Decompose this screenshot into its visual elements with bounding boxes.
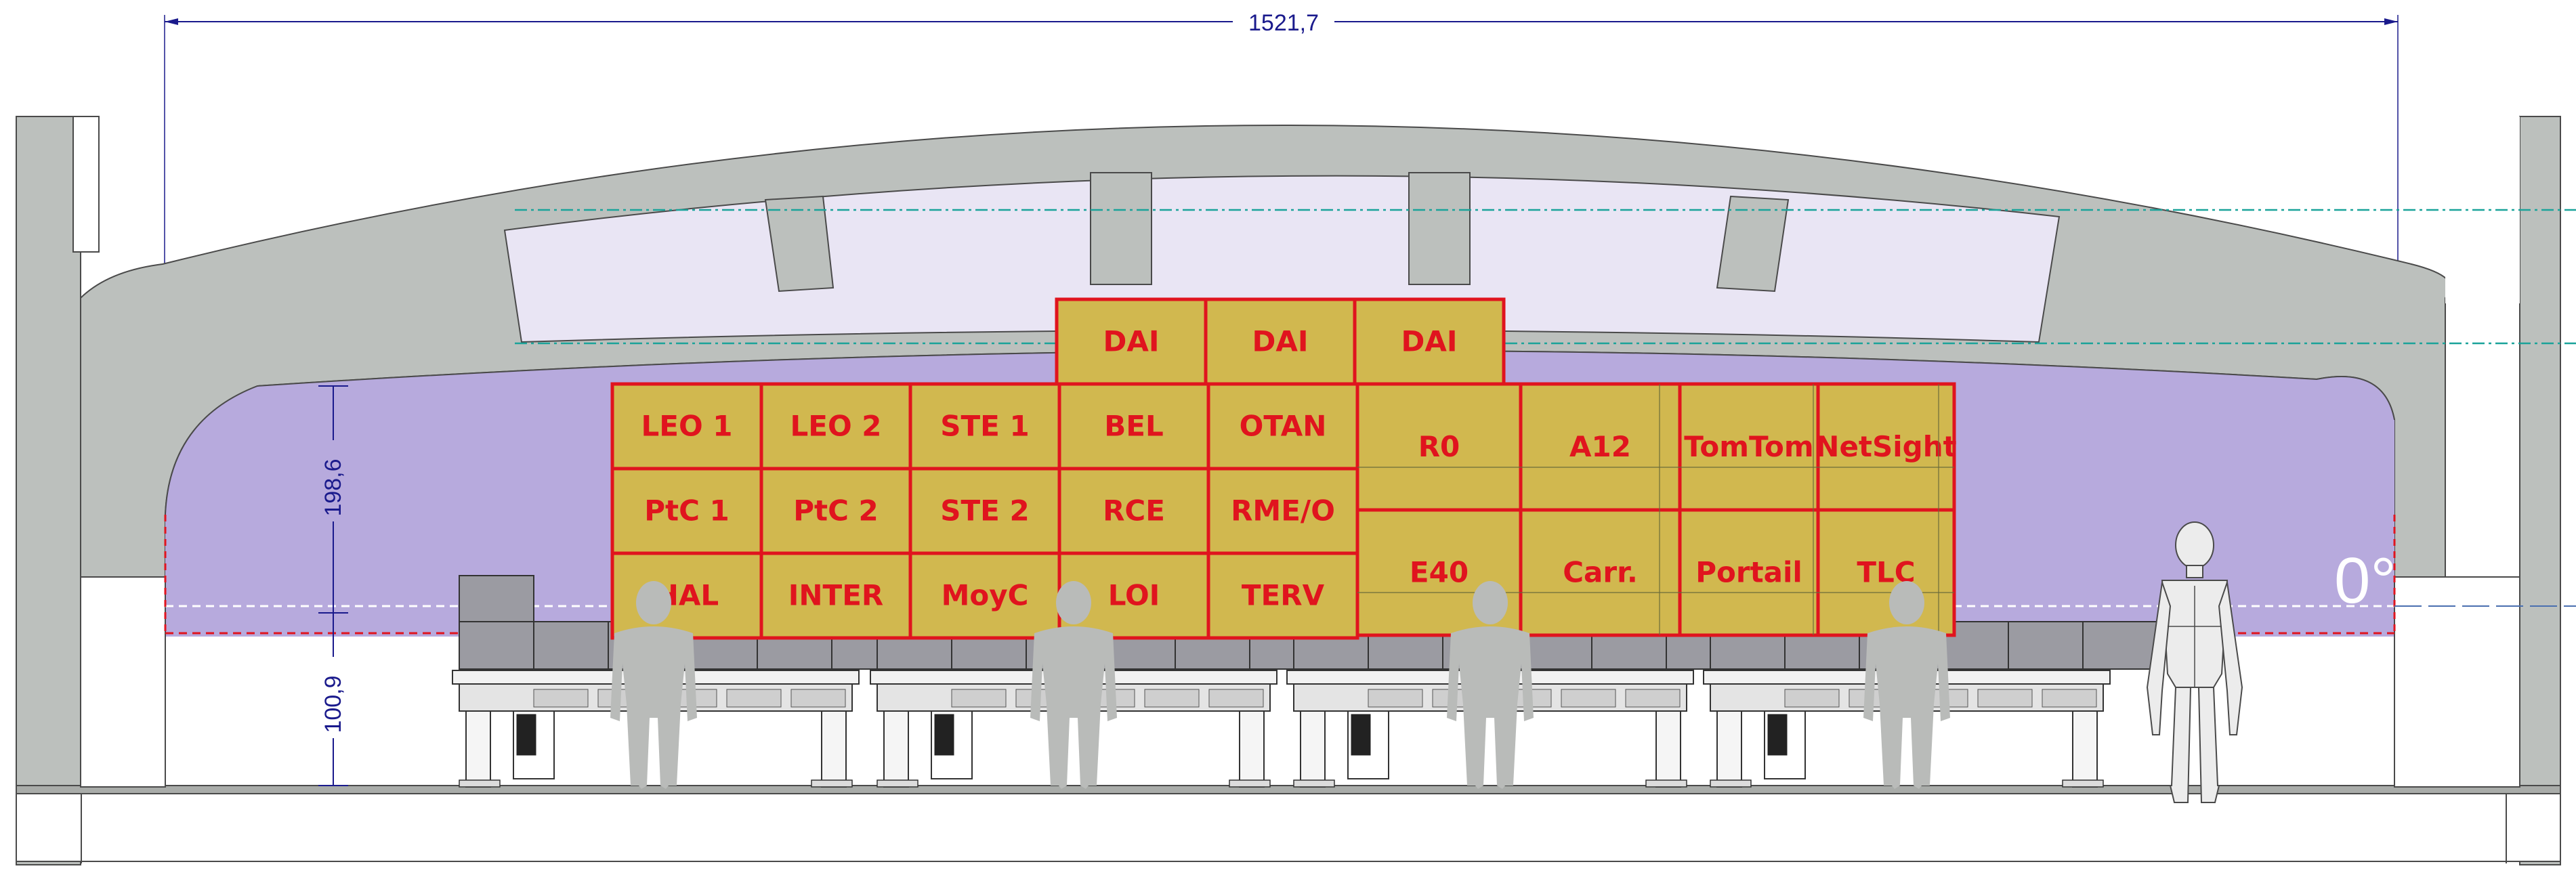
tile-left-0-3-label: BEL (1104, 410, 1163, 443)
tile-left-1-4-label: RME/O (1231, 494, 1335, 528)
tile-right-0-0: R0 (1355, 382, 1523, 512)
tile-right-0-3: NetSight (1815, 382, 1957, 512)
tile-right-1-0-label: E40 (1410, 556, 1469, 589)
tile-left-2-2-label: MoyC (942, 579, 1029, 612)
height-dimensions: 198,6 100,9 (318, 385, 348, 786)
operator-1 (610, 581, 697, 789)
tile-top-1-label: DAI (1252, 325, 1309, 358)
video-wall: DAI DAI DAI LEO 1 LEO 2 STE 1 BEL OTAN PtC 1 PtC … (610, 297, 1957, 640)
tile-left-0-1: LEO 2 (759, 382, 912, 471)
tile-left-2-3-label: LOI (1108, 579, 1160, 612)
tile-left-2-4-label: TERV (1242, 579, 1325, 612)
tile-left-0-1-label: LEO 2 (790, 410, 881, 443)
tile-left-0-2: STE 1 (908, 382, 1061, 471)
tile-top-2-label: DAI (1401, 325, 1458, 358)
tile-left-0-2-label: STE 1 (940, 410, 1029, 443)
tile-left-0-3: BEL (1057, 382, 1210, 471)
viewing-angle-label: 0° (2334, 544, 2396, 617)
tile-top-2: DAI (1353, 297, 1506, 386)
tile-left-1-0: PtC 1 (610, 467, 763, 555)
operator-silhouettes (610, 581, 1950, 789)
tile-right-1-2-label: Portail (1695, 556, 1802, 589)
tile-left-0-4-label: OTAN (1240, 410, 1327, 443)
tile-left-1-4: RME/O (1206, 467, 1359, 555)
operator-4 (1863, 581, 1950, 789)
tile-right-0-1: A12 (1519, 382, 1682, 512)
tile-left-1-2-label: STE 2 (940, 494, 1029, 528)
sight-lines (515, 209, 2576, 345)
tile-right-0-1-label: A12 (1569, 430, 1631, 463)
tile-right-1-3: TLC (1816, 508, 1956, 637)
tile-right-0-2: TomTom (1678, 382, 1820, 512)
operator-2 (1030, 581, 1117, 789)
tile-left-0-4: OTAN (1206, 382, 1359, 471)
tile-right-0-3-label: NetSight (1815, 430, 1956, 463)
tile-right-1-2: Portail (1678, 508, 1820, 637)
tile-left-1-0-label: PtC 1 (644, 494, 730, 528)
tile-left-2-1-label: INTER (788, 579, 883, 612)
tile-left-1-1-label: PtC 2 (793, 494, 879, 528)
tile-top-0: DAI (1055, 297, 1208, 386)
tile-right-0-2-label: TomTom (1684, 430, 1813, 463)
tile-left-0-0-label: LEO 1 (641, 410, 732, 443)
tile-right-1-1-label: Carr. (1563, 556, 1638, 589)
total-width-dimension: 1521,7 (164, 7, 2399, 860)
tile-left-1-3-label: RCE (1103, 494, 1165, 528)
tile-left-1-2: STE 2 (908, 467, 1061, 555)
tile-left-2-1: INTER (759, 551, 912, 640)
tile-top-0-label: DAI (1103, 325, 1160, 358)
tile-left-0-0: LEO 1 (610, 382, 763, 471)
lower-height-label: 100,9 (320, 675, 346, 733)
tile-left-2-2: MoyC (908, 551, 1061, 640)
tile-right-1-1: Carr. (1519, 508, 1682, 637)
tile-left-1-1: PtC 2 (759, 467, 912, 555)
scale-figure (2146, 521, 2243, 803)
total-width-label: 1521,7 (1248, 10, 1319, 36)
tile-top-1: DAI (1204, 297, 1357, 386)
upper-height-label: 198,6 (320, 458, 346, 516)
tile-left-2-0: HAL (610, 551, 763, 640)
tile-left-1-3: RCE (1057, 467, 1210, 555)
operator-3 (1447, 581, 1534, 789)
tile-right-0-0-label: R0 (1418, 430, 1460, 463)
tile-left-2-4: TERV (1206, 551, 1359, 640)
